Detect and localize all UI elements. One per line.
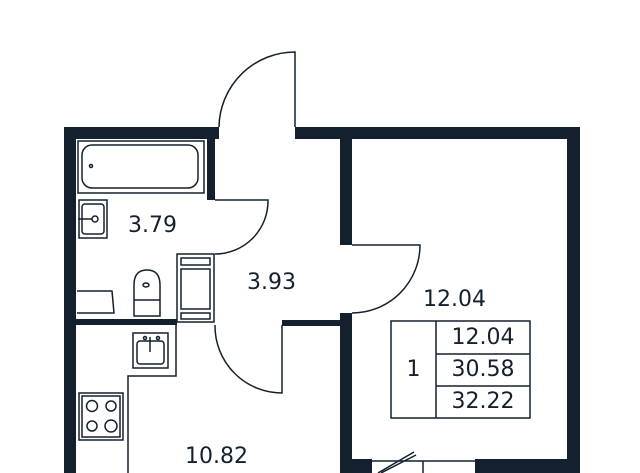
wall-bedroom-left-bottom bbox=[340, 313, 352, 473]
wardrobe-icon bbox=[176, 253, 215, 323]
kitchen-door-icon[interactable] bbox=[214, 324, 283, 394]
total-with-balcony: 32.22 bbox=[451, 389, 515, 414]
rooms-count: 1 bbox=[406, 357, 421, 382]
entrance-door-icon[interactable] bbox=[218, 51, 296, 128]
kitchen-sink-icon bbox=[132, 332, 169, 369]
bathroom-area-label: 3.79 bbox=[128, 213, 177, 238]
hallway-area-label: 3.93 bbox=[247, 270, 296, 295]
total-area: 30.58 bbox=[451, 357, 515, 382]
toilet-icon bbox=[133, 269, 161, 317]
wall-hall-bottom bbox=[282, 320, 340, 326]
kitchen-counter bbox=[127, 325, 177, 473]
balcony-door-icon[interactable] bbox=[372, 451, 475, 473]
wall-bath-kitchen bbox=[76, 319, 177, 325]
wall-bottom-b bbox=[475, 459, 567, 473]
bathroom-door-icon[interactable] bbox=[214, 199, 269, 255]
bathroom-sink-icon bbox=[78, 199, 108, 239]
stove-icon bbox=[78, 392, 124, 441]
bathtub-icon bbox=[77, 140, 205, 194]
wall-bedroom-left-top bbox=[340, 139, 352, 245]
wall-top-right bbox=[295, 127, 580, 139]
wall-left bbox=[64, 127, 76, 473]
summary-table bbox=[390, 320, 531, 419]
walls bbox=[64, 127, 580, 473]
wall-bathroom-right bbox=[207, 139, 215, 200]
washing-machine-icon bbox=[77, 290, 115, 314]
wall-bottom-a bbox=[352, 459, 372, 473]
living-area: 12.04 bbox=[451, 325, 515, 350]
wall-right bbox=[567, 127, 580, 473]
bedroom-door-icon[interactable] bbox=[351, 244, 421, 314]
kitchen-area-label: 10.82 bbox=[185, 444, 248, 469]
wall-top-left bbox=[64, 127, 219, 139]
bedroom-area-label: 12.04 bbox=[423, 287, 486, 312]
